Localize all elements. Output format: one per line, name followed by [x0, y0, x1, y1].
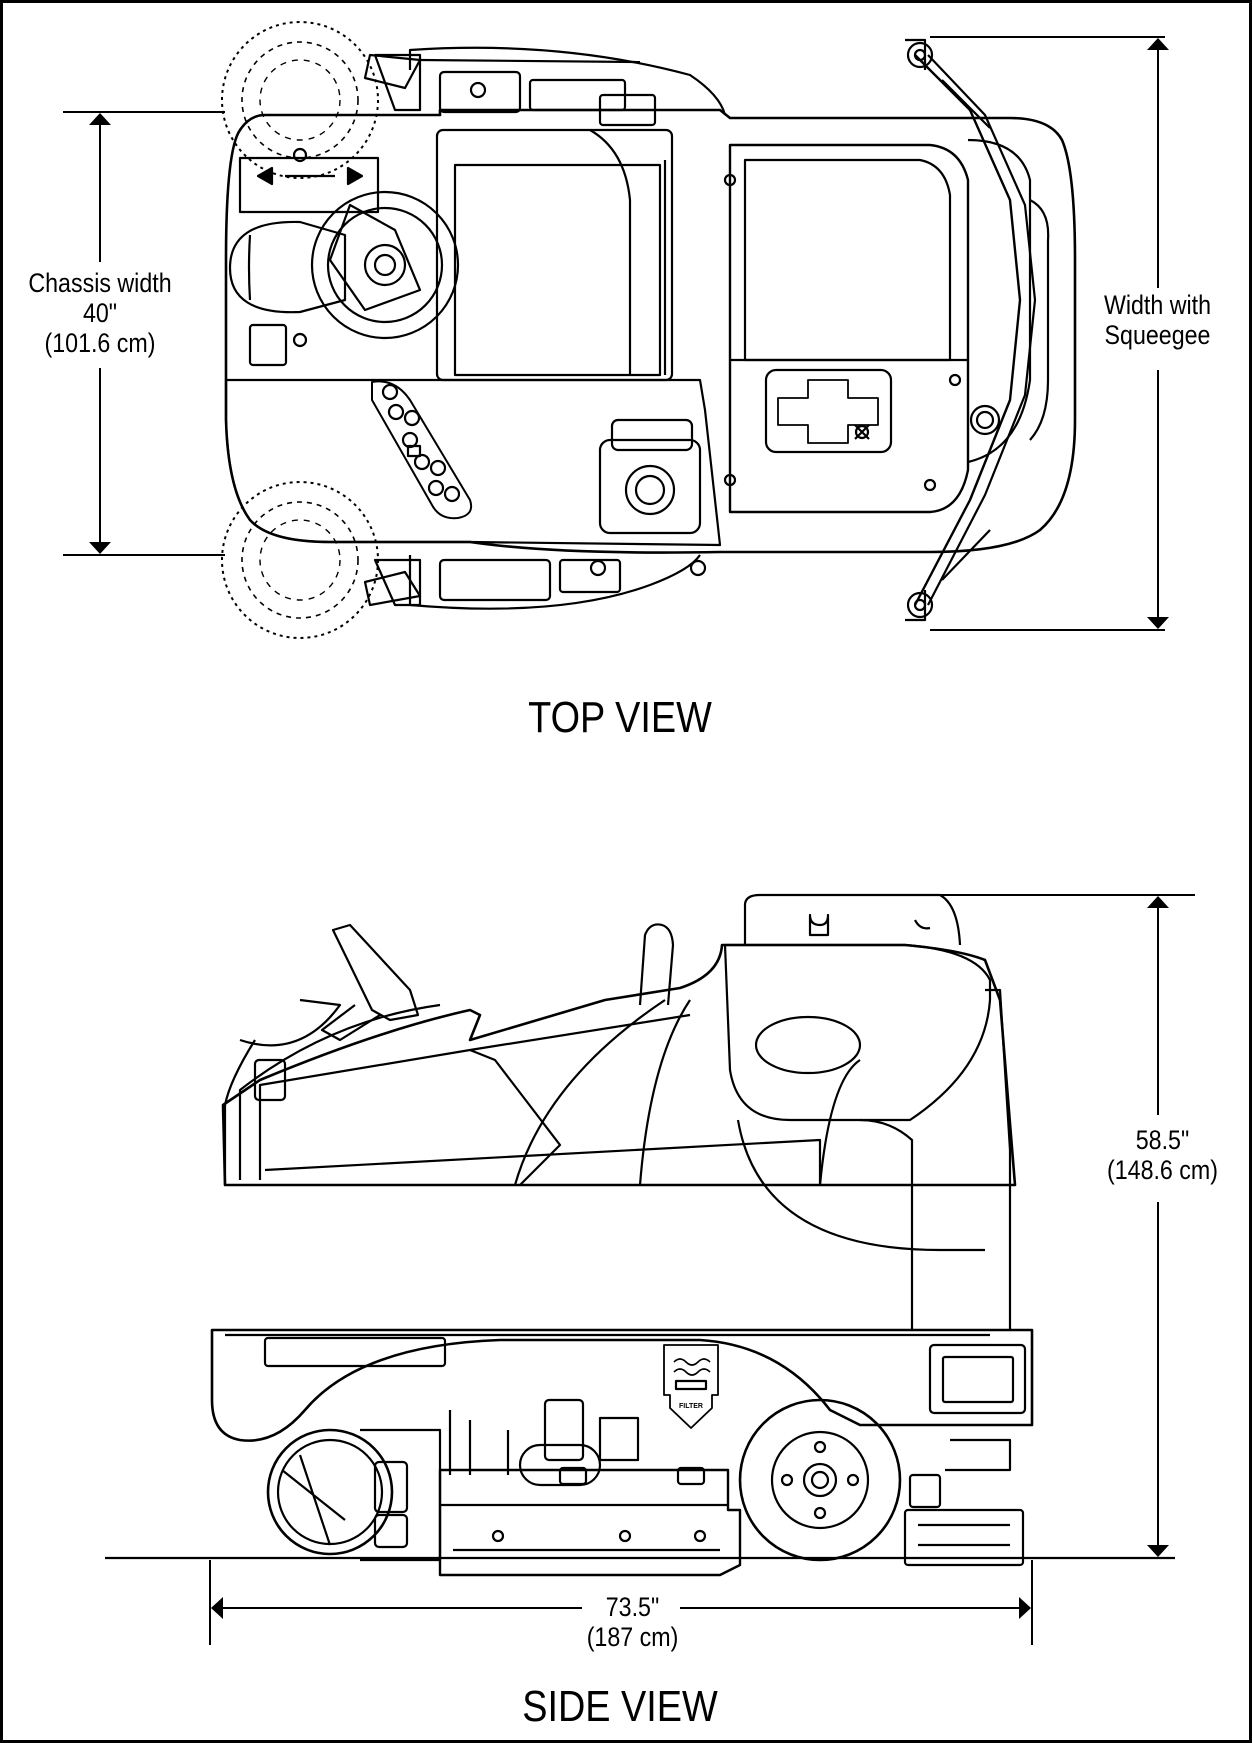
chassis-width-dimension [63, 111, 225, 556]
height-dimension [875, 894, 1195, 1557]
length-label: 73.5" (187 cm) [562, 1592, 704, 1652]
length-cm: (187 cm) [586, 1622, 679, 1652]
chassis-width-inches: 40" [82, 298, 118, 328]
squeegee-width-label: Width with Squeegee [1087, 290, 1229, 350]
length-inches: 73.5" [605, 1592, 660, 1622]
length-dimension [209, 1560, 1033, 1645]
side-view-drawing: FILTER [210, 893, 1034, 1577]
top-view-drawing [221, 21, 1077, 639]
chassis-width-label: Chassis width 40" (101.6 cm) [23, 268, 178, 358]
height-label: 58.5" (148.6 cm) [1092, 1125, 1234, 1185]
squeegee-width-line1: Width with [1103, 290, 1212, 320]
side-brush-rear [221, 481, 379, 639]
chassis-width-title: Chassis width [28, 268, 172, 298]
squeegee-width-dimension [930, 36, 1169, 631]
side-view-title: SIDE VIEW [522, 1682, 718, 1731]
top-view-title: TOP VIEW [528, 693, 712, 742]
filter-icon-label: FILTER [679, 1403, 703, 1410]
height-cm: (148.6 cm) [1107, 1155, 1218, 1185]
squeegee-width-line2: Squeegee [1104, 320, 1211, 350]
height-inches: 58.5" [1135, 1125, 1190, 1155]
side-brush-front [221, 21, 379, 179]
chassis-width-cm: (101.6 cm) [44, 328, 156, 358]
